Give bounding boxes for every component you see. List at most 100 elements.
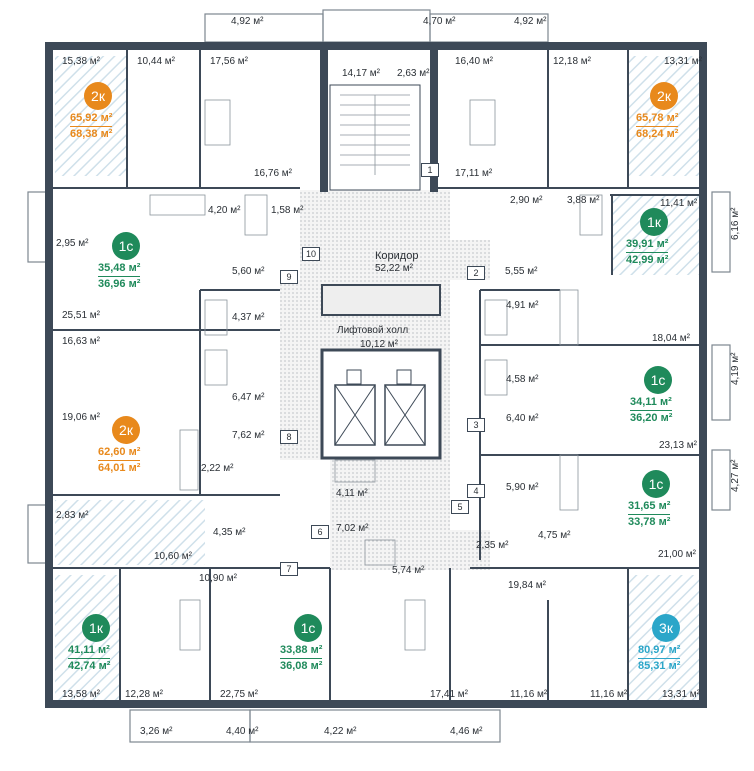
apartment-badge: 2к (650, 82, 678, 110)
room-area-label: 16,76 м² (254, 168, 293, 179)
apartment-badge: 1с (112, 232, 140, 260)
apartment-area-total: 34,11 м² (630, 396, 672, 408)
apartment-badge: 1с (294, 614, 322, 642)
apartment-badge: 1к (82, 614, 110, 642)
apartment-area-full: 36,20 м² (630, 410, 673, 424)
room-area-label: 1,58 м² (271, 205, 304, 216)
room-area-label: 23,13 м² (659, 440, 698, 451)
room-area-label: 19,06 м² (62, 412, 101, 423)
door-number: 8 (280, 430, 298, 444)
room-area-label: 7,02 м² (336, 523, 369, 534)
apartment-area-full: 64,01 м² (98, 460, 141, 474)
room-area-label: 5,74 м² (392, 565, 425, 576)
door-number: 3 (467, 418, 485, 432)
room-area-label: 12,18 м² (553, 56, 592, 67)
apartment-badge: 2к (112, 416, 140, 444)
room-area-label: 4,19 м² (730, 352, 741, 385)
room-area-label: 4,92 м² (514, 16, 547, 27)
room-area-label: 11,16 м² (510, 689, 548, 700)
door-number: 7 (280, 562, 298, 576)
room-area-label: 2,22 м² (201, 463, 234, 474)
apartment-area-full: 36,08 м² (280, 658, 323, 672)
room-area-label: 2,95 м² (56, 238, 89, 249)
apartment-area-total: 65,92 м² (70, 112, 113, 124)
staircase (329, 84, 421, 191)
room-area-label: 4,70 м² (423, 16, 456, 27)
apartment-badge: 1с (644, 366, 672, 394)
highlight-rooms (55, 56, 700, 700)
room-area-label: 16,40 м² (455, 56, 494, 67)
apartment-badge: 2к (84, 82, 112, 110)
apartment-area-full: 68,24 м² (636, 126, 679, 140)
room-area-label: 6,47 м² (232, 392, 265, 403)
room-area-label: 3,88 м² (567, 195, 600, 206)
room-area-label: 19,84 м² (508, 580, 547, 591)
apartment-badge: 1к (640, 208, 668, 236)
room-area-label: 22,75 м² (220, 689, 259, 700)
room-area-label: 2,90 м² (510, 195, 543, 206)
room-area-label: 2,35 м² (476, 540, 509, 551)
room-area-label: 25,51 м² (62, 310, 101, 321)
lift-hall-area: 10,12 м² (360, 339, 399, 350)
apartment-area-full: 42,74 м² (68, 658, 111, 672)
room-area-label: 6,16 м² (730, 207, 741, 240)
apartment-area-total: 33,88 м² (280, 644, 323, 656)
door-number: 10 (302, 247, 320, 261)
room-area-label: 2,63 м² (397, 68, 430, 79)
room-area-label: 11,16 м² (590, 689, 628, 700)
door-number: 1 (421, 163, 439, 177)
room-area-label: 5,60 м² (232, 266, 265, 277)
room-area-label: 21,00 м² (658, 549, 697, 560)
room-area-label: 2,83 м² (56, 510, 89, 521)
room-area-label: 4,75 м² (538, 530, 571, 541)
room-area-label: 17,11 м² (455, 168, 493, 179)
apartment-badge: 1с (642, 470, 670, 498)
room-area-label: 4,20 м² (208, 205, 241, 216)
door-number: 4 (467, 484, 485, 498)
room-area-label: 15,38 м² (62, 56, 101, 67)
room-area-label: 3,26 м² (140, 726, 173, 737)
apartment-badge: 3к (652, 614, 680, 642)
room-area-label: 14,17 м² (342, 68, 381, 79)
room-area-label: 7,62 м² (232, 430, 265, 441)
apartment-area-total: 80,97 м² (638, 644, 681, 656)
apartment-area-full: 68,38 м² (70, 126, 113, 140)
room-area-label: 10,44 м² (137, 56, 176, 67)
apartment-area-full: 42,99 м² (626, 252, 669, 266)
apartment-area-total: 65,78 м² (636, 112, 679, 124)
outer-walls (45, 42, 707, 708)
room-area-label: 4,11 м² (336, 488, 368, 499)
door-number: 9 (280, 270, 298, 284)
room-area-label: 17,41 м² (430, 689, 469, 700)
room-area-label: 13,58 м² (62, 689, 101, 700)
room-area-label: 16,63 м² (62, 336, 101, 347)
room-area-label: 4,92 м² (231, 16, 264, 27)
room-area-label: 17,56 м² (210, 56, 249, 67)
apartment-area-total: 35,48 м² (98, 262, 141, 274)
room-area-label: 4,22 м² (324, 726, 357, 737)
room-area-label: 4,91 м² (506, 300, 539, 311)
room-area-label: 13,31 м² (664, 56, 703, 67)
door-number: 5 (451, 500, 469, 514)
room-area-label: 4,37 м² (232, 312, 265, 323)
elevators (320, 284, 442, 460)
room-area-label: 6,40 м² (506, 413, 539, 424)
door-number: 6 (311, 525, 329, 539)
apartment-area-full: 33,78 м² (628, 514, 671, 528)
room-area-label: 4,40 м² (226, 726, 259, 737)
room-area-label: 4,27 м² (730, 459, 741, 492)
lift-hall-title: Лифтовой холл (337, 325, 409, 336)
room-area-label: 4,58 м² (506, 374, 539, 385)
room-area-label: 18,04 м² (652, 333, 691, 344)
apartment-area-full: 85,31 м² (638, 658, 681, 672)
room-area-label: 10,90 м² (199, 573, 238, 584)
apartment-area-total: 62,60 м² (98, 446, 141, 458)
room-area-label: 5,90 м² (506, 482, 539, 493)
room-area-label: 11,41 м² (660, 198, 698, 209)
corridor-title: Коридор (375, 250, 419, 262)
apartment-area-full: 36,96 м² (98, 276, 141, 290)
room-area-label: 4,46 м² (450, 726, 483, 737)
room-area-label: 12,28 м² (125, 689, 164, 700)
